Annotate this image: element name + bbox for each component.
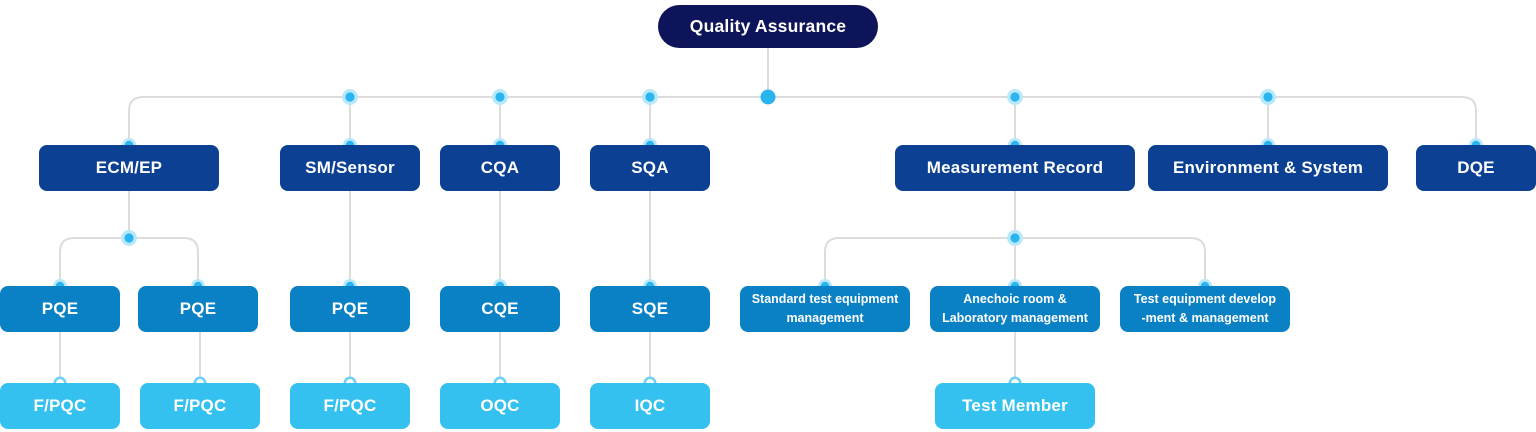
connector-dot [1260,89,1276,105]
node-iqc: IQC [590,383,710,429]
node-test-equipment-dev: Test equipment develop -ment & managemen… [1120,286,1290,332]
node-dqe: DQE [1416,145,1536,191]
node-anechoic-room: Anechoic room & Laboratory management [930,286,1100,332]
node-environment-system: Environment & System [1148,145,1388,191]
node-ecm-ep: ECM/EP [39,145,219,191]
node-quality-assurance: Quality Assurance [658,5,878,48]
connector-dot-root [760,89,776,105]
node-fpqc-3: F/PQC [290,383,410,429]
connector-dot [642,89,658,105]
connector-dot [1007,89,1023,105]
node-sqa: SQA [590,145,710,191]
connector-dot [492,89,508,105]
node-pqe-3: PQE [290,286,410,332]
node-oqc: OQC [440,383,560,429]
node-sqe: SQE [590,286,710,332]
node-fpqc-1: F/PQC [0,383,120,429]
connector-dot [1007,230,1023,246]
node-pqe-2: PQE [138,286,258,332]
node-measurement-record: Measurement Record [895,145,1135,191]
connector-dot [121,230,137,246]
node-test-member: Test Member [935,383,1095,429]
connector-dot [342,89,358,105]
node-cqe: CQE [440,286,560,332]
node-fpqc-2: F/PQC [140,383,260,429]
junction-dots [121,89,1276,246]
node-cqa: CQA [440,145,560,191]
node-sm-sensor: SM/Sensor [280,145,420,191]
node-pqe-1: PQE [0,286,120,332]
node-standard-test-equipment: Standard test equipment management [740,286,910,332]
